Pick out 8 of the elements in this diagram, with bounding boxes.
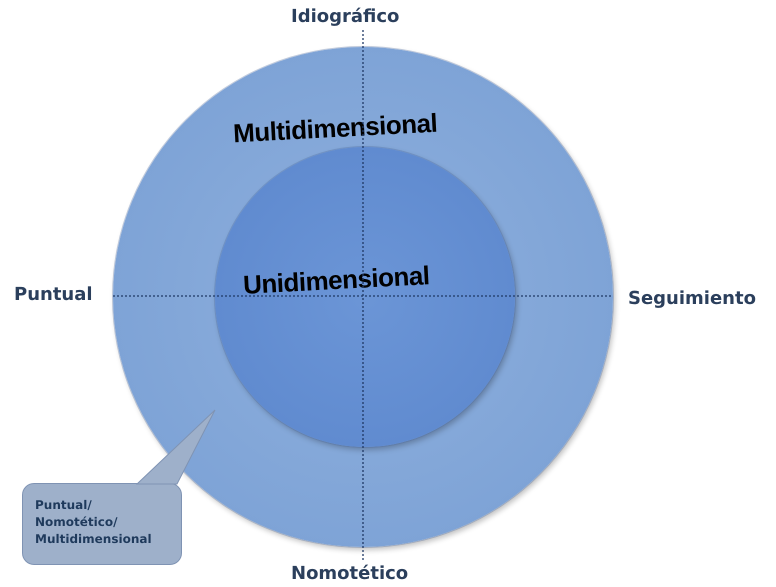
ring-title: Unidimensional: [242, 260, 430, 301]
ring-title: Multidimensional: [232, 108, 438, 150]
axis-label: Idiográfico: [291, 6, 400, 27]
axis-label: Puntual: [14, 284, 93, 305]
callout-text: Puntual/ Nomotético/ Multidimensional: [35, 497, 153, 548]
axis-label: Nomotético: [291, 563, 408, 584]
axis-label: Seguimiento: [628, 288, 756, 309]
callout-pointer: [136, 410, 216, 484]
